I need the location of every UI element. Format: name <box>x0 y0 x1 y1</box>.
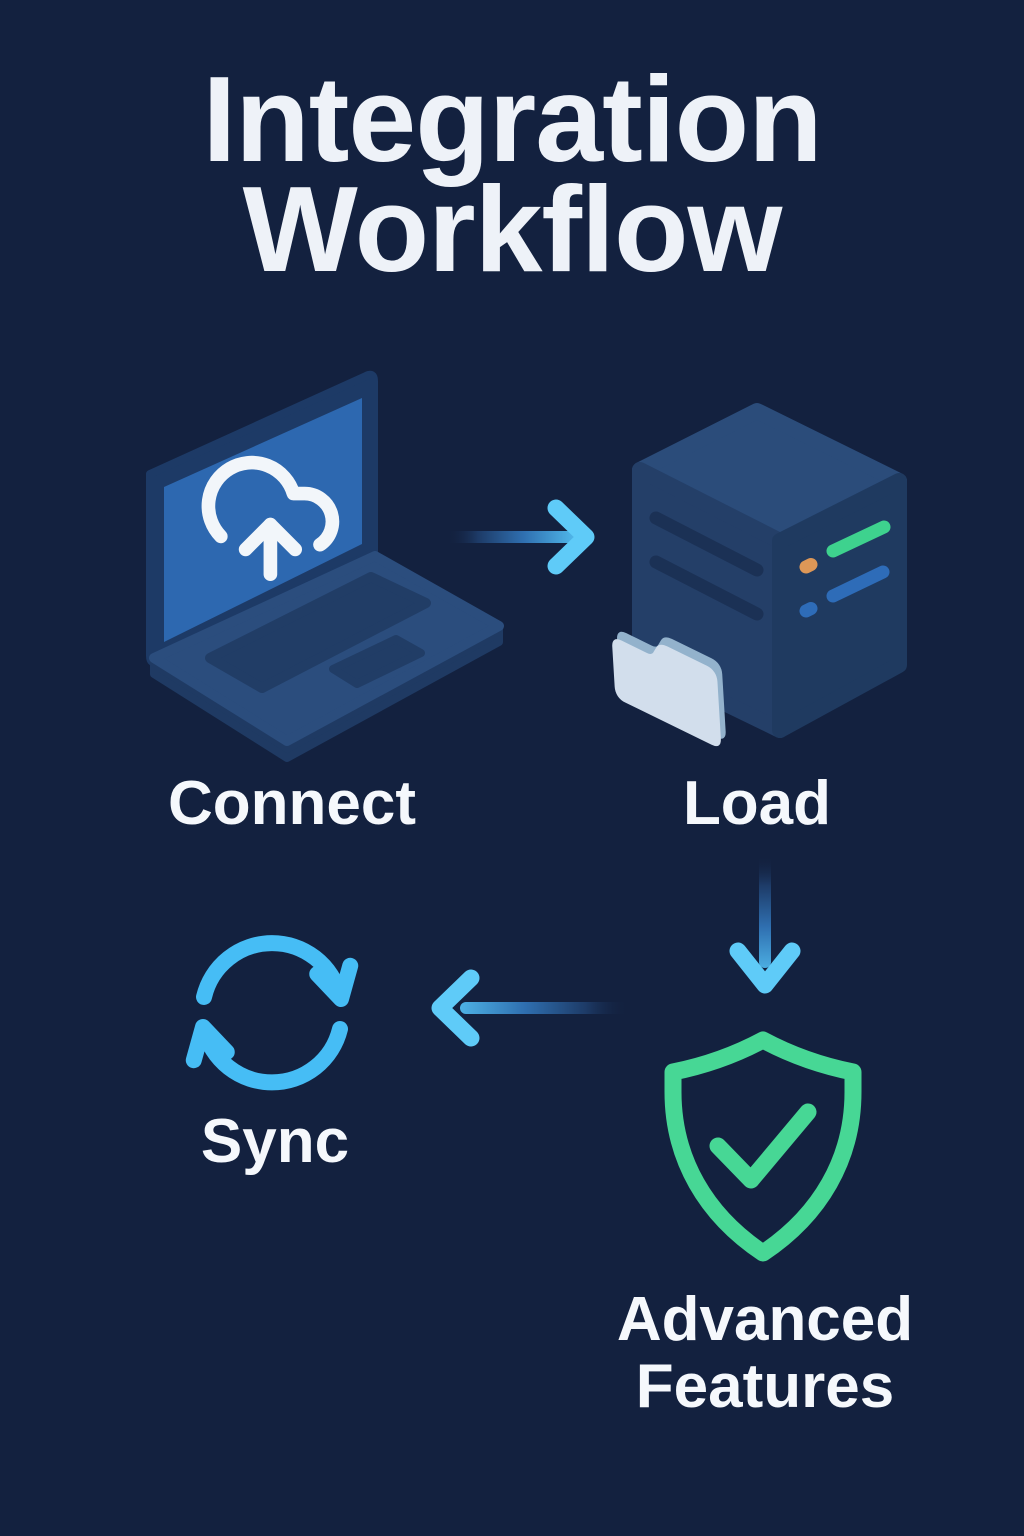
arrow-right-icon <box>441 499 595 575</box>
step-label-sync: Sync <box>200 1107 350 1176</box>
step-label-connect: Connect <box>168 769 416 838</box>
step-label-load: Load <box>682 769 832 838</box>
shield-check-icon <box>664 1031 862 1262</box>
sync-icon <box>185 935 359 1091</box>
folder-icon <box>612 631 726 747</box>
step-label-advanced-features: Advanced Features <box>616 1285 914 1421</box>
laptop-icon <box>146 370 504 762</box>
arrow-down-icon <box>729 850 801 994</box>
arrow-left-icon <box>431 969 634 1047</box>
cloud-upload-icon <box>201 455 340 582</box>
page-title: Integration Workflow <box>202 51 822 297</box>
